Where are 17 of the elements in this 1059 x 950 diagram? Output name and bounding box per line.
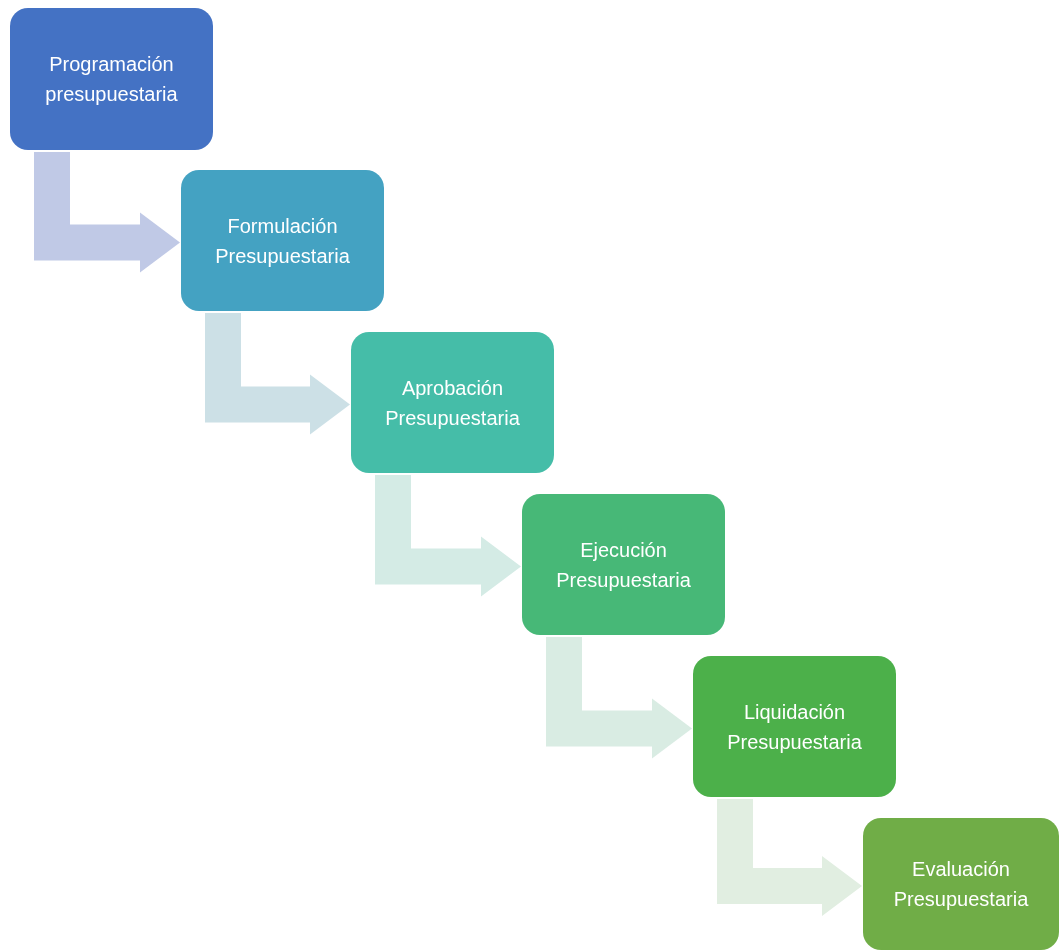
process-box bbox=[181, 170, 384, 311]
bent-arrow bbox=[205, 313, 350, 435]
process-box bbox=[351, 332, 554, 473]
process-box bbox=[10, 8, 213, 150]
process-box bbox=[863, 818, 1059, 950]
step-label: Evaluación Presupuestaria bbox=[892, 857, 1030, 912]
step-label: Formulación Presupuestaria bbox=[214, 213, 351, 269]
step-label: Programación presupuestaria bbox=[44, 52, 179, 107]
bent-arrow bbox=[717, 799, 862, 916]
step-label: Aprobación Presupuestaria bbox=[384, 375, 521, 431]
bent-arrow bbox=[34, 152, 180, 273]
bent-arrow bbox=[546, 637, 692, 759]
step-label: Liquidación Presupuestaria bbox=[726, 699, 863, 755]
step-label: Ejecución Presupuestaria bbox=[555, 537, 692, 593]
process-box bbox=[522, 494, 725, 635]
process-box bbox=[693, 656, 896, 797]
bent-arrow bbox=[375, 475, 521, 597]
